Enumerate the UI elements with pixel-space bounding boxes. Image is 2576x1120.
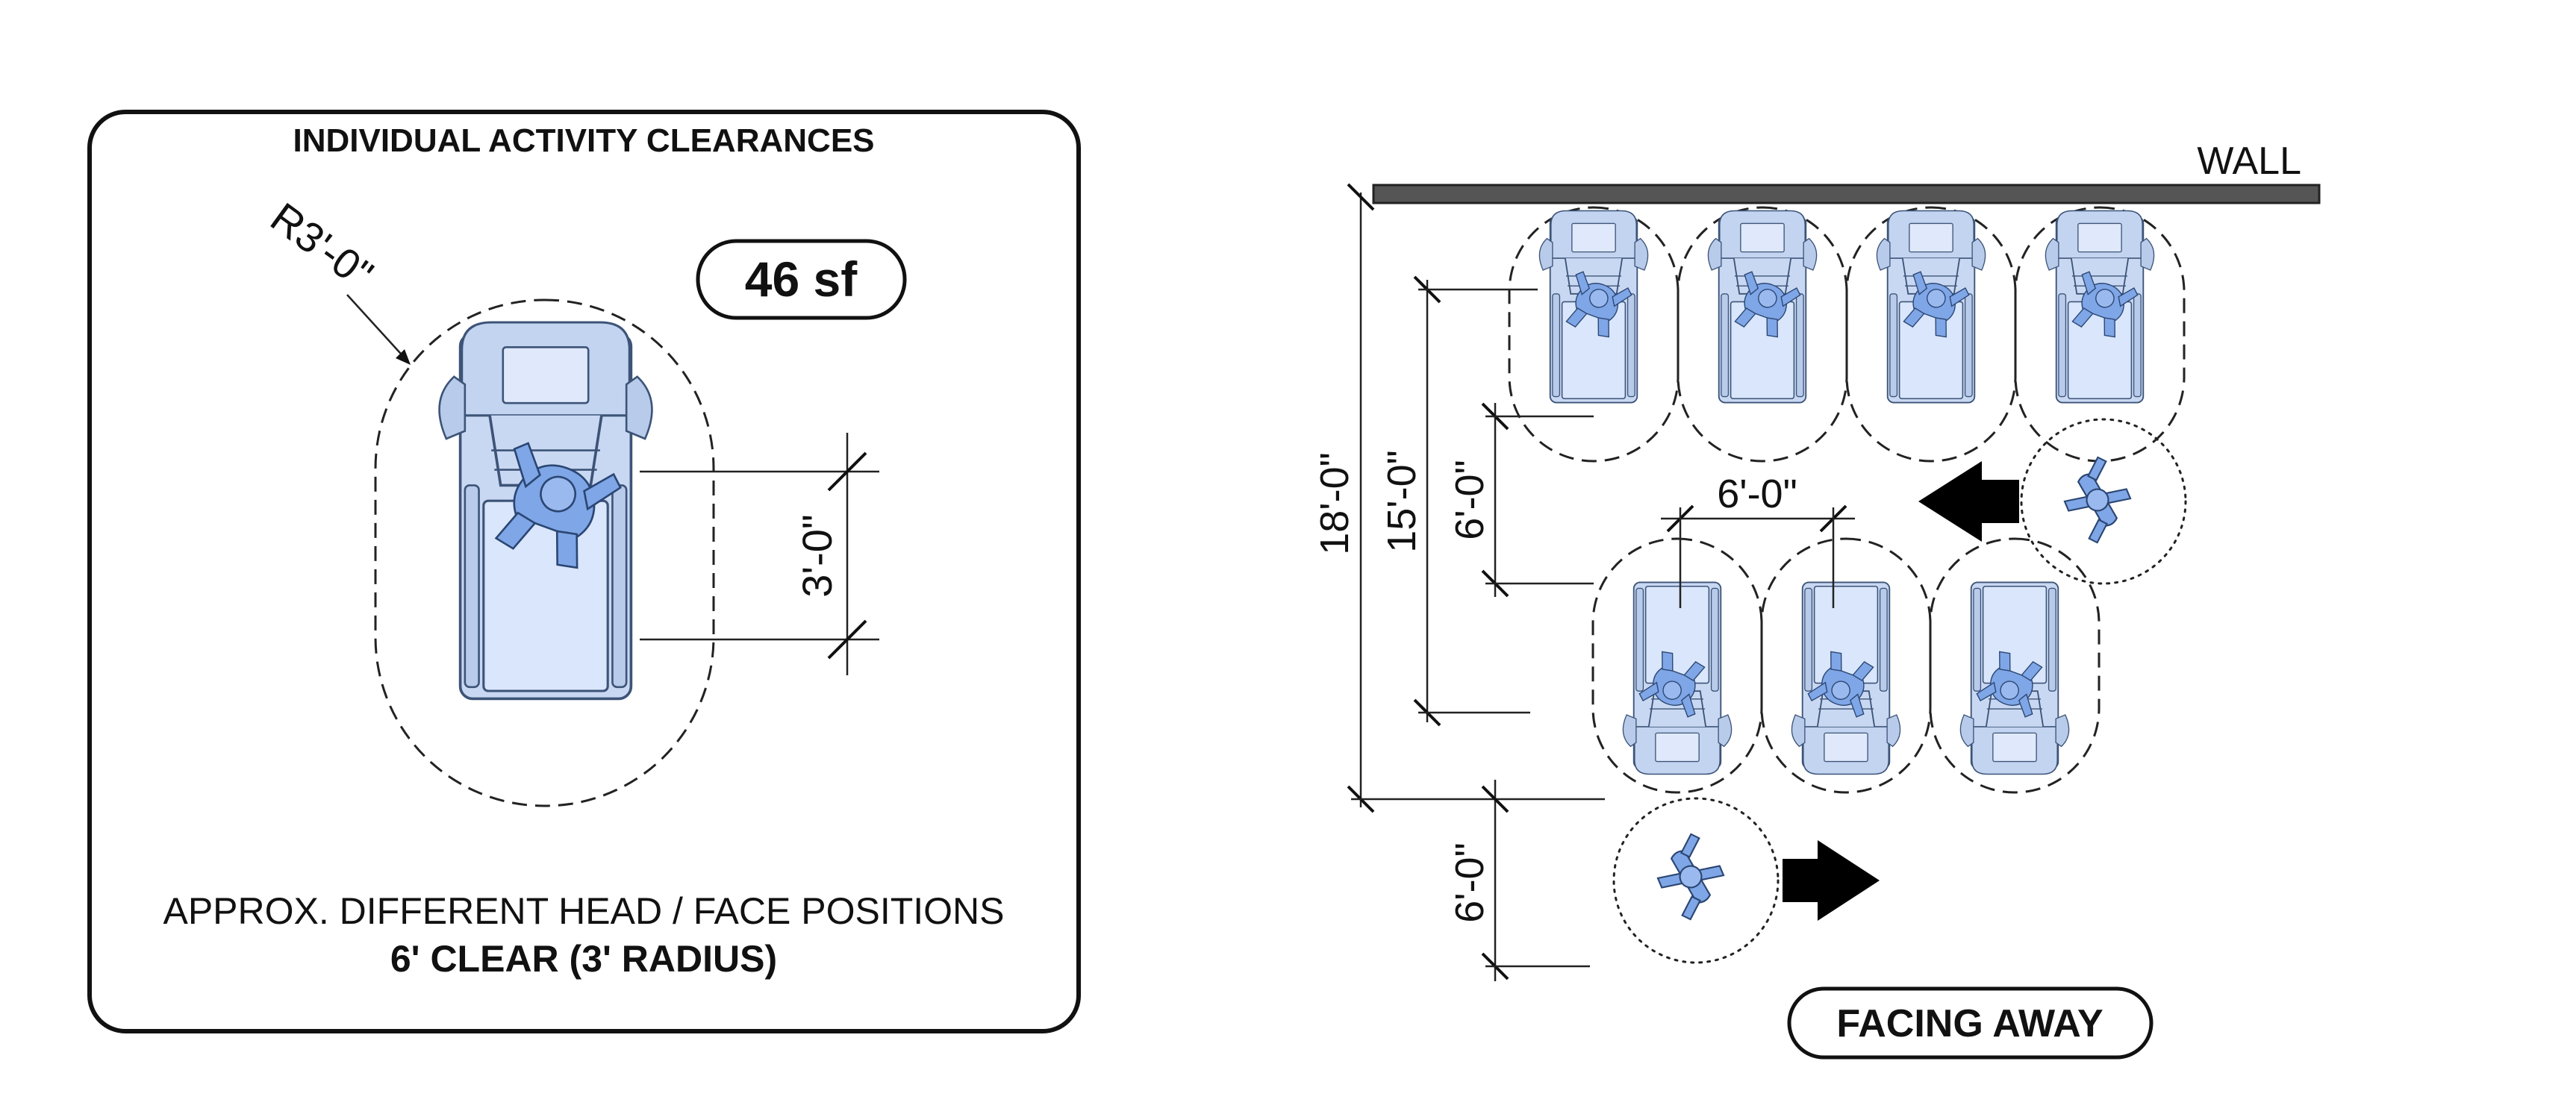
clearance-oval (1760, 537, 1932, 794)
radius-arrow-icon (396, 349, 411, 365)
clearance-oval (1677, 206, 1848, 463)
walker-clearance (2020, 418, 2187, 585)
dim-tick (1481, 785, 1509, 813)
dim-tick-bottom (827, 619, 867, 660)
layout-plan-panel: WALL (1312, 140, 2321, 1060)
individual-clearance-panel: INDIVIDUAL ACTIVITY CLEARANCES 46 sf R3'… (87, 110, 1081, 1033)
dim-label-6ft-upper: 6'-0" (1447, 460, 1492, 540)
clearance-oval (1845, 206, 2017, 463)
dim-label-15ft: 15'-0" (1379, 450, 1424, 553)
dim-tick (1347, 183, 1375, 211)
caption-line-1: APPROX. DIFFERENT HEAD / FACE POSITIONS (163, 890, 1004, 932)
wall (1372, 184, 2321, 204)
area-badge: 46 sf (745, 251, 858, 307)
radius-label: R3'-0" (262, 193, 381, 298)
dim-label-18ft: 18'-0" (1312, 452, 1357, 555)
panel-border (87, 110, 1081, 1033)
bottom-row (1591, 537, 2101, 794)
top-row (1508, 206, 2186, 463)
caption-line-2: 6' CLEAR (3' RADIUS) (390, 938, 777, 980)
facing-badge-border (1787, 986, 2154, 1060)
person-icon (2051, 451, 2144, 548)
walker-clearance (1612, 797, 1780, 964)
facing-badge: FACING AWAY (1836, 1002, 2103, 1045)
clearance-oval (374, 298, 715, 807)
panel-title: INDIVIDUAL ACTIVITY CLEARANCES (293, 122, 874, 159)
clearance-oval (1591, 537, 1763, 794)
radius-leader (346, 294, 408, 362)
dim-tick-top (827, 451, 867, 492)
area-badge-border (696, 239, 907, 320)
person-icon (1644, 828, 1737, 925)
arrow-right-icon (1783, 840, 1880, 921)
clearance-oval (1508, 206, 1680, 463)
dim-label-3ft: 3'-0" (793, 514, 841, 598)
dim-label-6ft-lower: 6'-0" (1447, 842, 1492, 923)
clearance-oval (1929, 537, 2101, 794)
wall-label: WALL (2197, 140, 2301, 183)
arrow-left-icon (1918, 461, 2019, 542)
dim-label-6ft-between: 6'-0" (1717, 472, 1797, 516)
